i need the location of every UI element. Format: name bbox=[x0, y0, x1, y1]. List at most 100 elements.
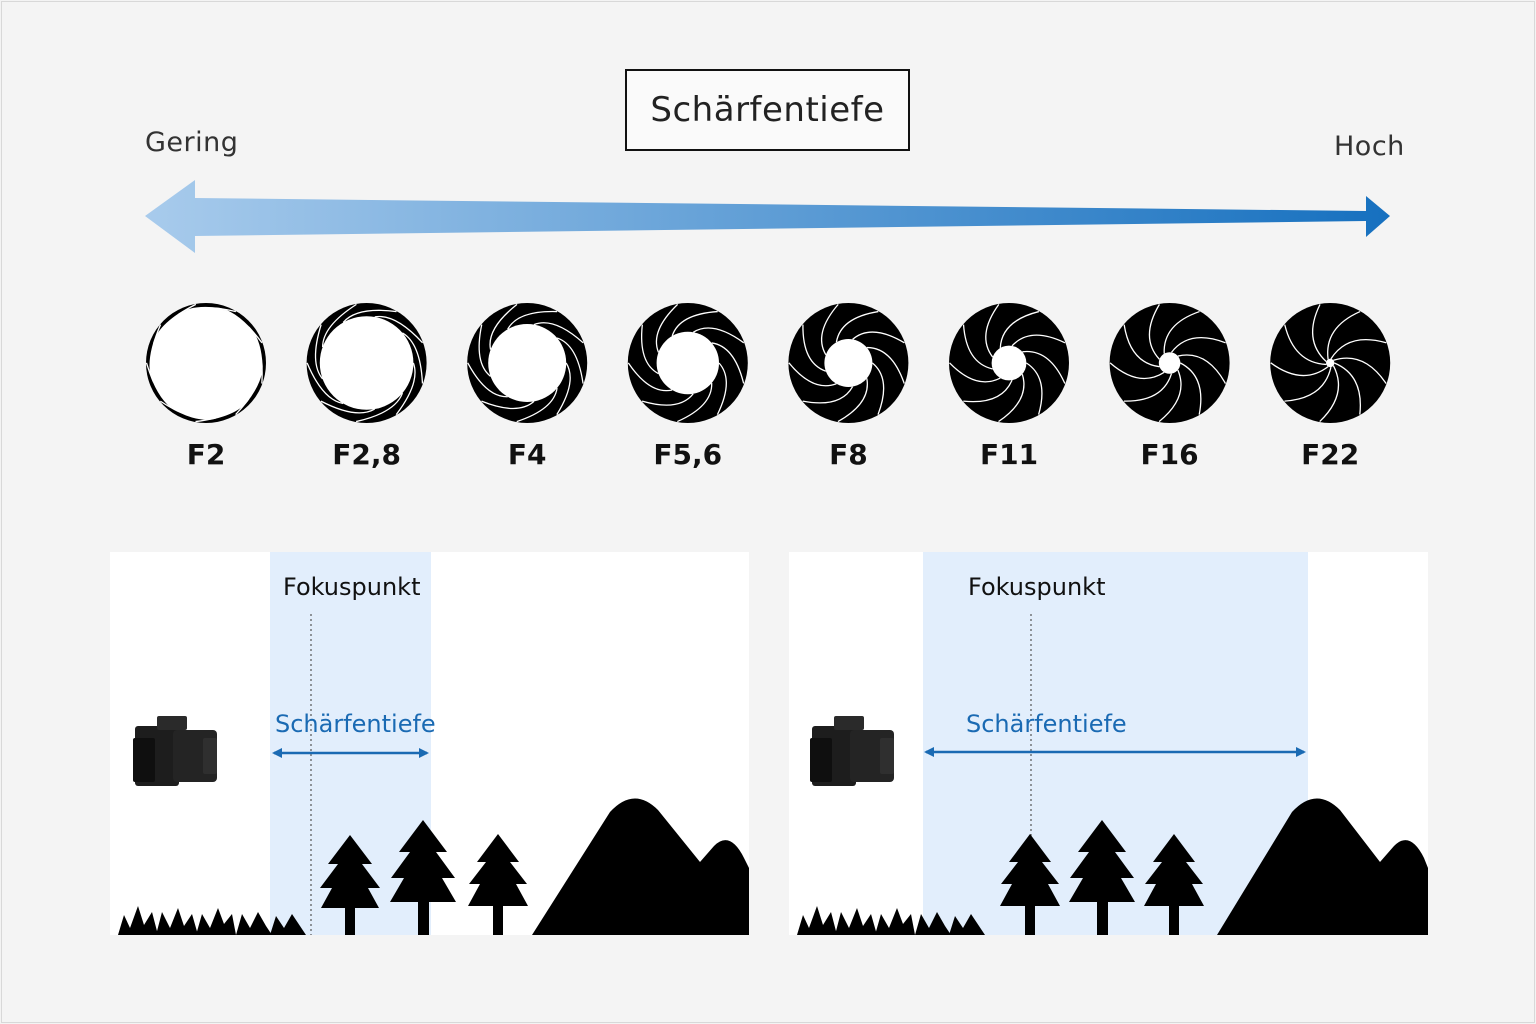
aperture-blade-line bbox=[1148, 304, 1160, 360]
aperture-blade-line bbox=[215, 307, 263, 344]
scale-high-label: Hoch bbox=[1334, 131, 1405, 162]
aperture-blade-line bbox=[467, 362, 508, 398]
aperture-icon bbox=[949, 303, 1069, 423]
aperture-blade-line bbox=[962, 324, 993, 370]
scale-low-label: Gering bbox=[145, 127, 239, 158]
aperture-blade-line bbox=[1163, 310, 1200, 354]
aperture-blade-line bbox=[788, 362, 837, 387]
aperture-blade-line bbox=[802, 386, 854, 404]
aperture-blade-line bbox=[145, 362, 179, 412]
aperture-blade-line bbox=[998, 373, 1025, 423]
aperture-blade-line bbox=[821, 303, 839, 356]
aperture-blade-line bbox=[248, 326, 263, 384]
aperture-blade-line bbox=[177, 306, 237, 316]
tree-icon bbox=[320, 835, 380, 935]
aperture-blade-line bbox=[1109, 362, 1165, 380]
aperture-blade-line bbox=[152, 303, 197, 345]
aperture-label: F2 bbox=[186, 438, 226, 471]
aperture-blade-line bbox=[1022, 350, 1066, 384]
aperture-blade-line bbox=[533, 322, 584, 344]
aperture-blade-line bbox=[835, 310, 879, 343]
aperture-blade-line bbox=[871, 362, 885, 415]
aperture-icons bbox=[145, 303, 1391, 423]
focus-point-label: Fokuspunkt bbox=[283, 573, 421, 601]
aperture-blade-line bbox=[1330, 339, 1387, 360]
aperture-blade-line bbox=[671, 310, 718, 337]
diagram-title: Schärfentiefe bbox=[625, 69, 910, 151]
aperture-blade-line bbox=[395, 362, 416, 416]
aperture-icon bbox=[1270, 303, 1391, 423]
scene-deep-depth bbox=[789, 552, 1428, 935]
aperture-blade-line bbox=[711, 342, 745, 384]
tree-icon bbox=[1144, 834, 1204, 935]
aperture-blade-line bbox=[1334, 362, 1361, 415]
aperture-blade-line bbox=[402, 332, 424, 384]
aperture-blade-line bbox=[374, 315, 424, 344]
aperture-blade-line bbox=[1011, 334, 1066, 347]
tree-icon bbox=[1000, 834, 1060, 935]
aperture-blade-line bbox=[306, 362, 344, 405]
aperture-blade-line bbox=[507, 310, 558, 330]
aperture-blade-line bbox=[481, 400, 535, 410]
aperture-blade-line bbox=[1123, 324, 1160, 368]
aperture-blade-line bbox=[478, 324, 491, 377]
aperture-blade-line bbox=[999, 310, 1040, 348]
aperture-blade-line bbox=[963, 379, 1013, 403]
aperture-label: F2,8 bbox=[332, 438, 401, 471]
aperture-blade-line bbox=[1180, 362, 1202, 415]
focus-point-label: Fokuspunkt bbox=[968, 573, 1106, 601]
aperture-blade-line bbox=[655, 303, 679, 353]
aperture-blade-line bbox=[556, 337, 584, 384]
aperture-blade-line bbox=[692, 327, 745, 344]
aperture-blade-line bbox=[321, 303, 357, 348]
aperture-label: F16 bbox=[1140, 438, 1199, 471]
aperture-blade-line bbox=[641, 393, 694, 406]
aperture-icon bbox=[306, 303, 427, 423]
aperture-blade-line bbox=[355, 392, 404, 423]
aperture-blade-line bbox=[985, 303, 1000, 358]
aperture-blade-line bbox=[1311, 304, 1327, 363]
aperture-blade-line bbox=[802, 324, 827, 372]
aperture-blade-line bbox=[852, 331, 905, 344]
aperture-blade-line bbox=[342, 309, 397, 323]
aperture-blade-line bbox=[641, 324, 659, 375]
aperture-blade-line bbox=[949, 362, 1001, 383]
aperture-blade-line bbox=[320, 400, 376, 414]
aperture-blade-line bbox=[677, 383, 713, 423]
camera-icon bbox=[810, 716, 894, 786]
grass-icon bbox=[797, 906, 985, 935]
aperture-blade-line bbox=[627, 362, 673, 392]
depth-scale-arrow-shape bbox=[145, 180, 1390, 253]
aperture-blade-line bbox=[1333, 357, 1387, 384]
aperture-icon bbox=[145, 303, 266, 423]
aperture-blade-line bbox=[516, 387, 558, 423]
aperture-icon bbox=[627, 303, 748, 423]
aperture-blade-line bbox=[1284, 324, 1327, 366]
aperture-blade-line bbox=[1270, 362, 1329, 377]
aperture-blade-line bbox=[1319, 365, 1340, 423]
aperture-blade-line bbox=[489, 303, 518, 350]
aperture-blade-line bbox=[1026, 362, 1043, 415]
aperture-blade-line bbox=[1177, 354, 1227, 384]
aperture-blade-line bbox=[1170, 336, 1226, 353]
aperture-blade-line bbox=[556, 362, 571, 415]
aperture-label: F5,6 bbox=[653, 438, 723, 471]
tree-icon bbox=[390, 820, 456, 935]
aperture-blade-line bbox=[149, 324, 162, 383]
aperture-blade-line bbox=[837, 378, 868, 423]
aperture-icon bbox=[788, 303, 909, 423]
scene-shallow-depth bbox=[110, 552, 749, 935]
aperture-label: F4 bbox=[507, 438, 547, 471]
aperture-blade-line bbox=[716, 362, 727, 415]
camera-icon bbox=[133, 716, 217, 786]
aperture-label: F11 bbox=[979, 438, 1039, 471]
aperture-blade-line bbox=[1327, 310, 1361, 360]
aperture-icon bbox=[467, 303, 588, 423]
tree-icon bbox=[468, 834, 528, 935]
tree-icon bbox=[1069, 820, 1135, 935]
depth-of-field-label: Schärfentiefe bbox=[275, 710, 436, 738]
aperture-blade-line bbox=[1284, 366, 1332, 402]
aperture-icon bbox=[1109, 303, 1230, 423]
grass-icon bbox=[118, 906, 306, 935]
